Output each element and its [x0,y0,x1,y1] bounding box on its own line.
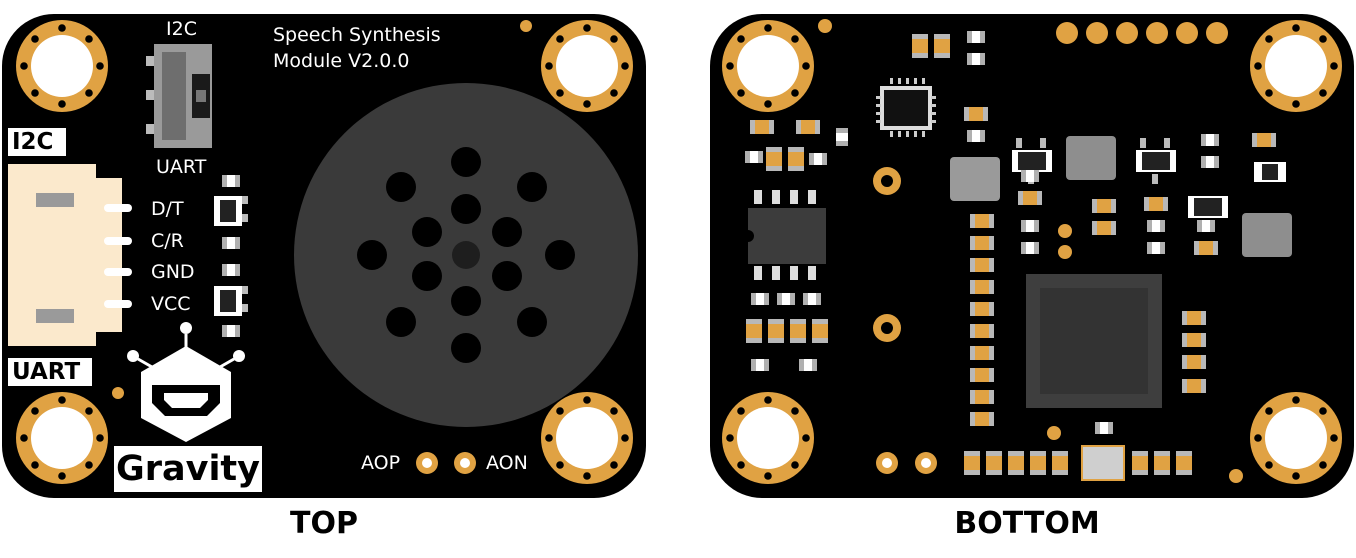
mounting-hole-bottom-left-bottom [722,392,814,484]
pin-label-cr: C/R [151,230,184,252]
switch-label-uart: UART [156,156,207,178]
caption-top: TOP [290,506,358,541]
pin-label-vcc: VCC [151,293,191,315]
speaker [294,83,638,427]
top-board [2,14,646,498]
mounting-hole-bottom-right-bottom [1250,392,1342,484]
aon-pad [454,452,476,474]
mode-label-uart: UART [8,358,92,386]
pin-label-gnd: GND [151,261,195,283]
module-title-line1: Speech Synthesis [273,24,441,46]
mode-label-i2c: I2C [8,128,66,156]
pad-label-aop: AOP [361,452,401,474]
mounting-hole-bottom-left [16,392,108,484]
soic-chip [742,190,826,280]
mounting-hole-top-right [541,20,633,112]
mounting-hole-top-left-bottom [722,20,814,112]
pin-side-components [214,175,248,337]
test-pads [873,167,937,474]
inductors [950,136,1292,481]
pin-label-dt: D/T [151,198,184,220]
module-title-line2: Module V2.0.0 [273,50,410,72]
mode-switch[interactable] [146,44,212,148]
brand-label: Gravity [114,446,262,492]
mounting-hole-top-right-bottom [1250,20,1342,112]
bottom-board [710,14,1354,498]
mounting-hole-bottom-right [541,392,633,484]
header-pads [1056,22,1228,44]
transistors [1012,138,1286,218]
switch-label-i2c: I2C [166,18,197,40]
mounting-hole-top-left [16,20,108,112]
aop-pad [416,452,438,474]
gravity-logo [127,322,245,442]
pad-label-aon: AON [486,452,528,474]
caption-bottom: BOTTOM [954,506,1100,541]
main-processor-chip [1026,274,1162,408]
qfn-chip [876,78,936,137]
gravity-connector [8,164,132,346]
